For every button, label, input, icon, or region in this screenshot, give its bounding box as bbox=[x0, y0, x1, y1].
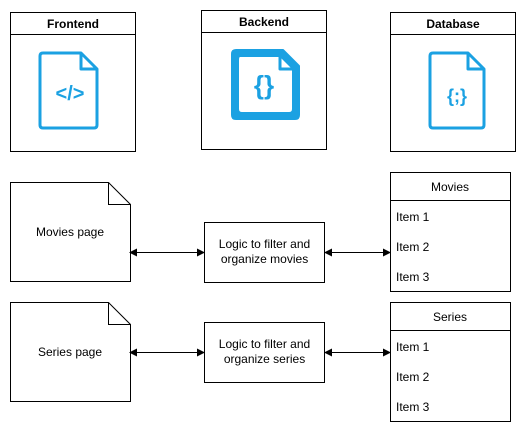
movies-page-node: Movies page bbox=[10, 182, 131, 282]
html-code-glyph: </> bbox=[56, 83, 85, 105]
list-item: Item 3 bbox=[396, 270, 430, 284]
series-list: Series Item 1 Item 2 Item 3 bbox=[390, 302, 511, 422]
database-title: Database bbox=[426, 17, 480, 31]
list-item: Item 3 bbox=[396, 400, 430, 414]
movies-logic-line2: organize movies bbox=[221, 252, 308, 266]
series-logic-line2: organize series bbox=[224, 352, 305, 366]
database-container: Database {;} bbox=[390, 12, 516, 152]
movies-logic-line1: Logic to filter and bbox=[219, 237, 310, 251]
movies-list: Movies Item 1 Item 2 Item 3 bbox=[390, 172, 511, 292]
list-item: Item 1 bbox=[396, 210, 430, 224]
series-logic-node: Logic to filter and organize series bbox=[204, 322, 325, 383]
json-braces-glyph: {} bbox=[254, 70, 274, 100]
json-file-icon: {} bbox=[231, 49, 300, 120]
movies-list-title: Movies bbox=[431, 180, 469, 194]
backend-title: Backend bbox=[239, 15, 289, 29]
html-file-icon: </> bbox=[38, 51, 99, 130]
series-page-label: Series page bbox=[38, 345, 102, 359]
movies-page-label: Movies page bbox=[36, 225, 104, 239]
backend-container: Backend {} bbox=[201, 10, 327, 150]
list-item: Item 1 bbox=[396, 340, 430, 354]
list-item: Item 2 bbox=[396, 240, 430, 254]
series-page-node: Series page bbox=[10, 302, 131, 402]
movies-logic-node: Logic to filter and organize movies bbox=[204, 222, 325, 283]
series-logic-line1: Logic to filter and bbox=[219, 337, 310, 351]
js-file-icon: {;} bbox=[428, 51, 486, 130]
list-item: Item 2 bbox=[396, 370, 430, 384]
js-code-glyph: {;} bbox=[447, 86, 467, 106]
series-list-title: Series bbox=[433, 310, 467, 324]
frontend-title: Frontend bbox=[47, 17, 99, 31]
frontend-container: Frontend </> bbox=[10, 12, 136, 152]
